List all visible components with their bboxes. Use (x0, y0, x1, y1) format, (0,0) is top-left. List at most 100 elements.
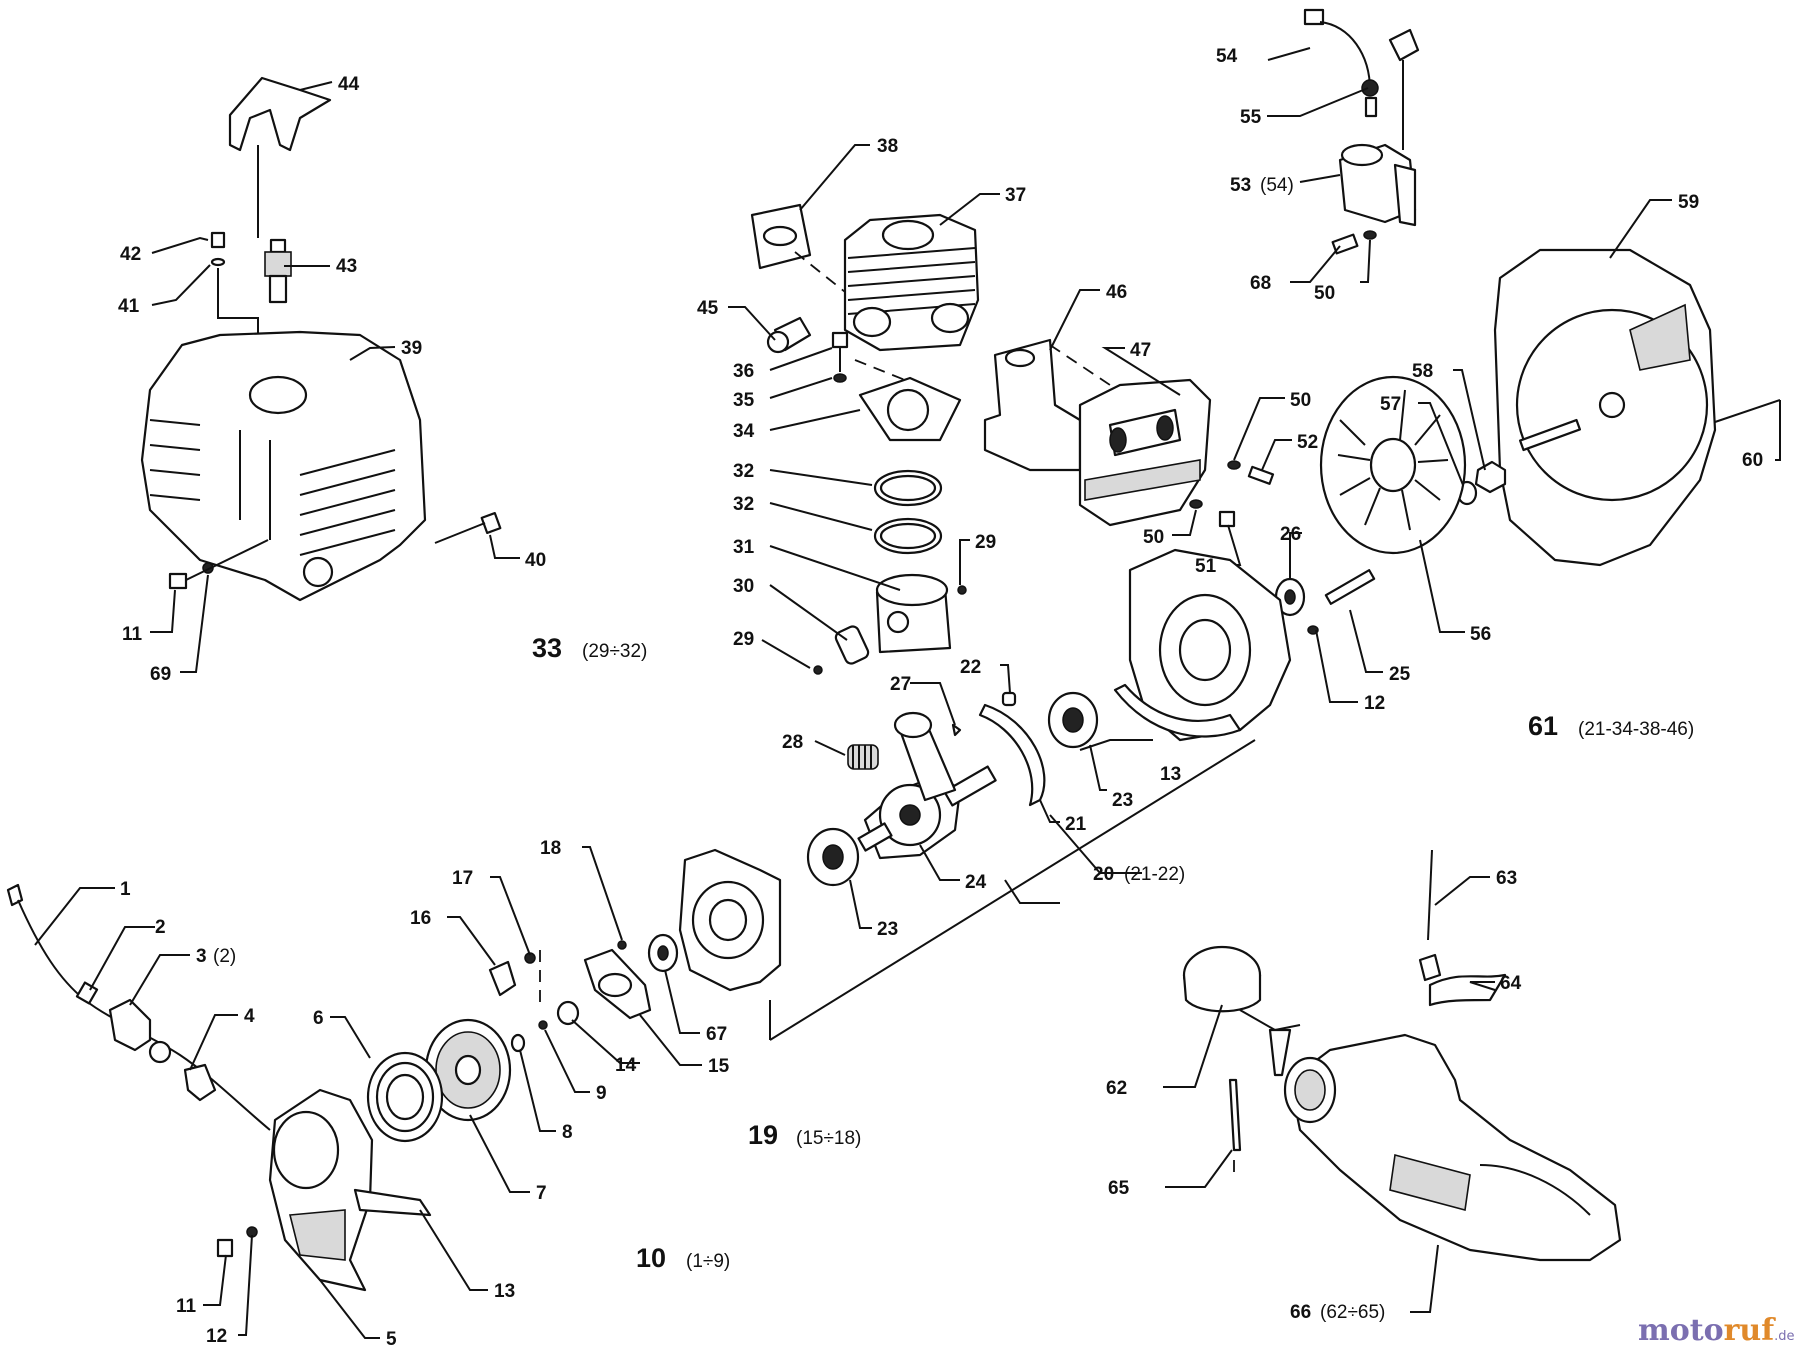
part-52-screw (1189, 460, 1275, 528)
group-61-number: 61 (1528, 711, 1558, 741)
part-65-hose (1228, 1078, 1242, 1175)
part-63-fuel-line (1418, 849, 1507, 1007)
part-20-crankcase-right (1128, 548, 1292, 742)
label-57: 57 (1380, 394, 1401, 415)
part-21-case-gasket (978, 703, 1046, 807)
label-13-starter: 13 (494, 1281, 515, 1302)
label-1: 1 (120, 879, 131, 900)
label-6: 6 (313, 1008, 324, 1029)
part-47-muffler (1078, 378, 1212, 527)
part-56-flywheel (1319, 375, 1467, 555)
label-42: 42 (120, 244, 141, 265)
label-4: 4 (244, 1006, 255, 1027)
label-52: 52 (1297, 432, 1318, 453)
label-30: 30 (733, 576, 754, 597)
label-23-upper: 23 (1112, 790, 1133, 811)
part-39-cylinder-cover (140, 330, 427, 602)
label-53: 53 (1230, 175, 1251, 196)
label-29a: 29 (733, 629, 754, 650)
label-36: 36 (733, 361, 754, 382)
label-22: 22 (960, 657, 981, 678)
group-10-number: 10 (636, 1243, 666, 1273)
label-12-starter: 12 (206, 1326, 227, 1347)
label-32a: 32 (733, 461, 754, 482)
part-22-dowel (1001, 691, 1017, 707)
label-20: 20 (1093, 864, 1114, 885)
group-61-range: (21-34-38-46) (1578, 719, 1694, 740)
part-67-seal (647, 933, 679, 973)
label-64: 64 (1500, 973, 1522, 994)
part-53-ignition-coil (1338, 143, 1417, 227)
label-24: 24 (965, 872, 987, 893)
label-29b: 29 (975, 532, 996, 553)
part-43-spark-plug (264, 238, 292, 304)
label-40: 40 (525, 550, 546, 571)
part-18-pin (617, 940, 627, 950)
label-47: 47 (1130, 340, 1151, 361)
group-33-range: (29÷32) (582, 641, 647, 662)
part-13-segment-upper (1113, 683, 1242, 738)
label-9: 9 (596, 1083, 607, 1104)
part-31-piston (875, 573, 952, 654)
part-11-screw (168, 539, 269, 590)
part-45-valve (766, 316, 812, 354)
label-25: 25 (1389, 664, 1411, 685)
part-36-screw (831, 331, 906, 383)
leader-lines (34, 47, 1781, 1339)
part-66-fuel-tank (1283, 1033, 1622, 1262)
label-21: 21 (1065, 814, 1087, 835)
part-28-needle-bearing (847, 744, 879, 770)
label-12-case: 12 (1364, 693, 1385, 714)
part-42-screw (210, 231, 259, 345)
label-41: 41 (118, 296, 140, 317)
label-35: 35 (733, 390, 755, 411)
part-7-rope-pulley (424, 1018, 512, 1122)
label-17: 17 (452, 868, 473, 889)
part-24-connecting-rod (893, 711, 957, 802)
label-50a: 50 (1290, 390, 1311, 411)
part-25-screw (1307, 569, 1376, 635)
label-53-sub: (54) (1260, 175, 1294, 196)
label-2: 2 (155, 917, 166, 938)
label-13-case: 13 (1160, 764, 1181, 785)
group-19-range: (15÷18) (796, 1128, 861, 1149)
part-60-screw (1518, 399, 1781, 452)
label-34: 34 (733, 421, 755, 442)
label-50c: 50 (1314, 283, 1335, 304)
watermark-logo: motoruf.de (1638, 1313, 1795, 1348)
part-37-cylinder (843, 213, 980, 352)
label-20-sub: (21-22) (1124, 864, 1185, 885)
part-labels: 44 43 42 41 39 40 11 69 38 37 45 36 35 3… (118, 46, 1763, 1350)
part-44-plug-cap (228, 76, 332, 238)
label-66-sub: (62÷65) (1320, 1302, 1385, 1323)
label-45: 45 (697, 298, 719, 319)
label-3-sub: (2) (213, 946, 236, 967)
part-62-tank-cap (1182, 945, 1301, 1077)
part-15-pawl-plate (583, 948, 652, 1020)
part-16-pawl (488, 950, 541, 1010)
label-46: 46 (1106, 282, 1127, 303)
group-labels: 33 (29÷32) 61 (21-34-38-46) 19 (15÷18) 1… (532, 633, 1694, 1273)
label-7: 7 (536, 1183, 547, 1204)
part-13-segment-lower (353, 1188, 432, 1217)
label-65: 65 (1108, 1178, 1130, 1199)
label-11-starter: 11 (176, 1296, 197, 1317)
label-38: 38 (877, 136, 898, 157)
label-50b: 50 (1143, 527, 1164, 548)
group-10-range: (1÷9) (686, 1251, 730, 1272)
part-20-crankcase-left (678, 848, 782, 992)
label-67: 67 (706, 1024, 727, 1045)
group-33-number: 33 (532, 633, 562, 663)
label-54: 54 (1216, 46, 1238, 67)
label-59: 59 (1678, 192, 1699, 213)
label-14: 14 (615, 1055, 637, 1076)
label-63: 63 (1496, 868, 1517, 889)
label-62: 62 (1106, 1078, 1127, 1099)
watermark-text: motoruf.de (1638, 1313, 1795, 1348)
label-3: 3 (196, 946, 207, 967)
label-11-cover: 11 (122, 624, 143, 645)
part-9-screw (510, 1020, 548, 1053)
label-68: 68 (1250, 273, 1271, 294)
